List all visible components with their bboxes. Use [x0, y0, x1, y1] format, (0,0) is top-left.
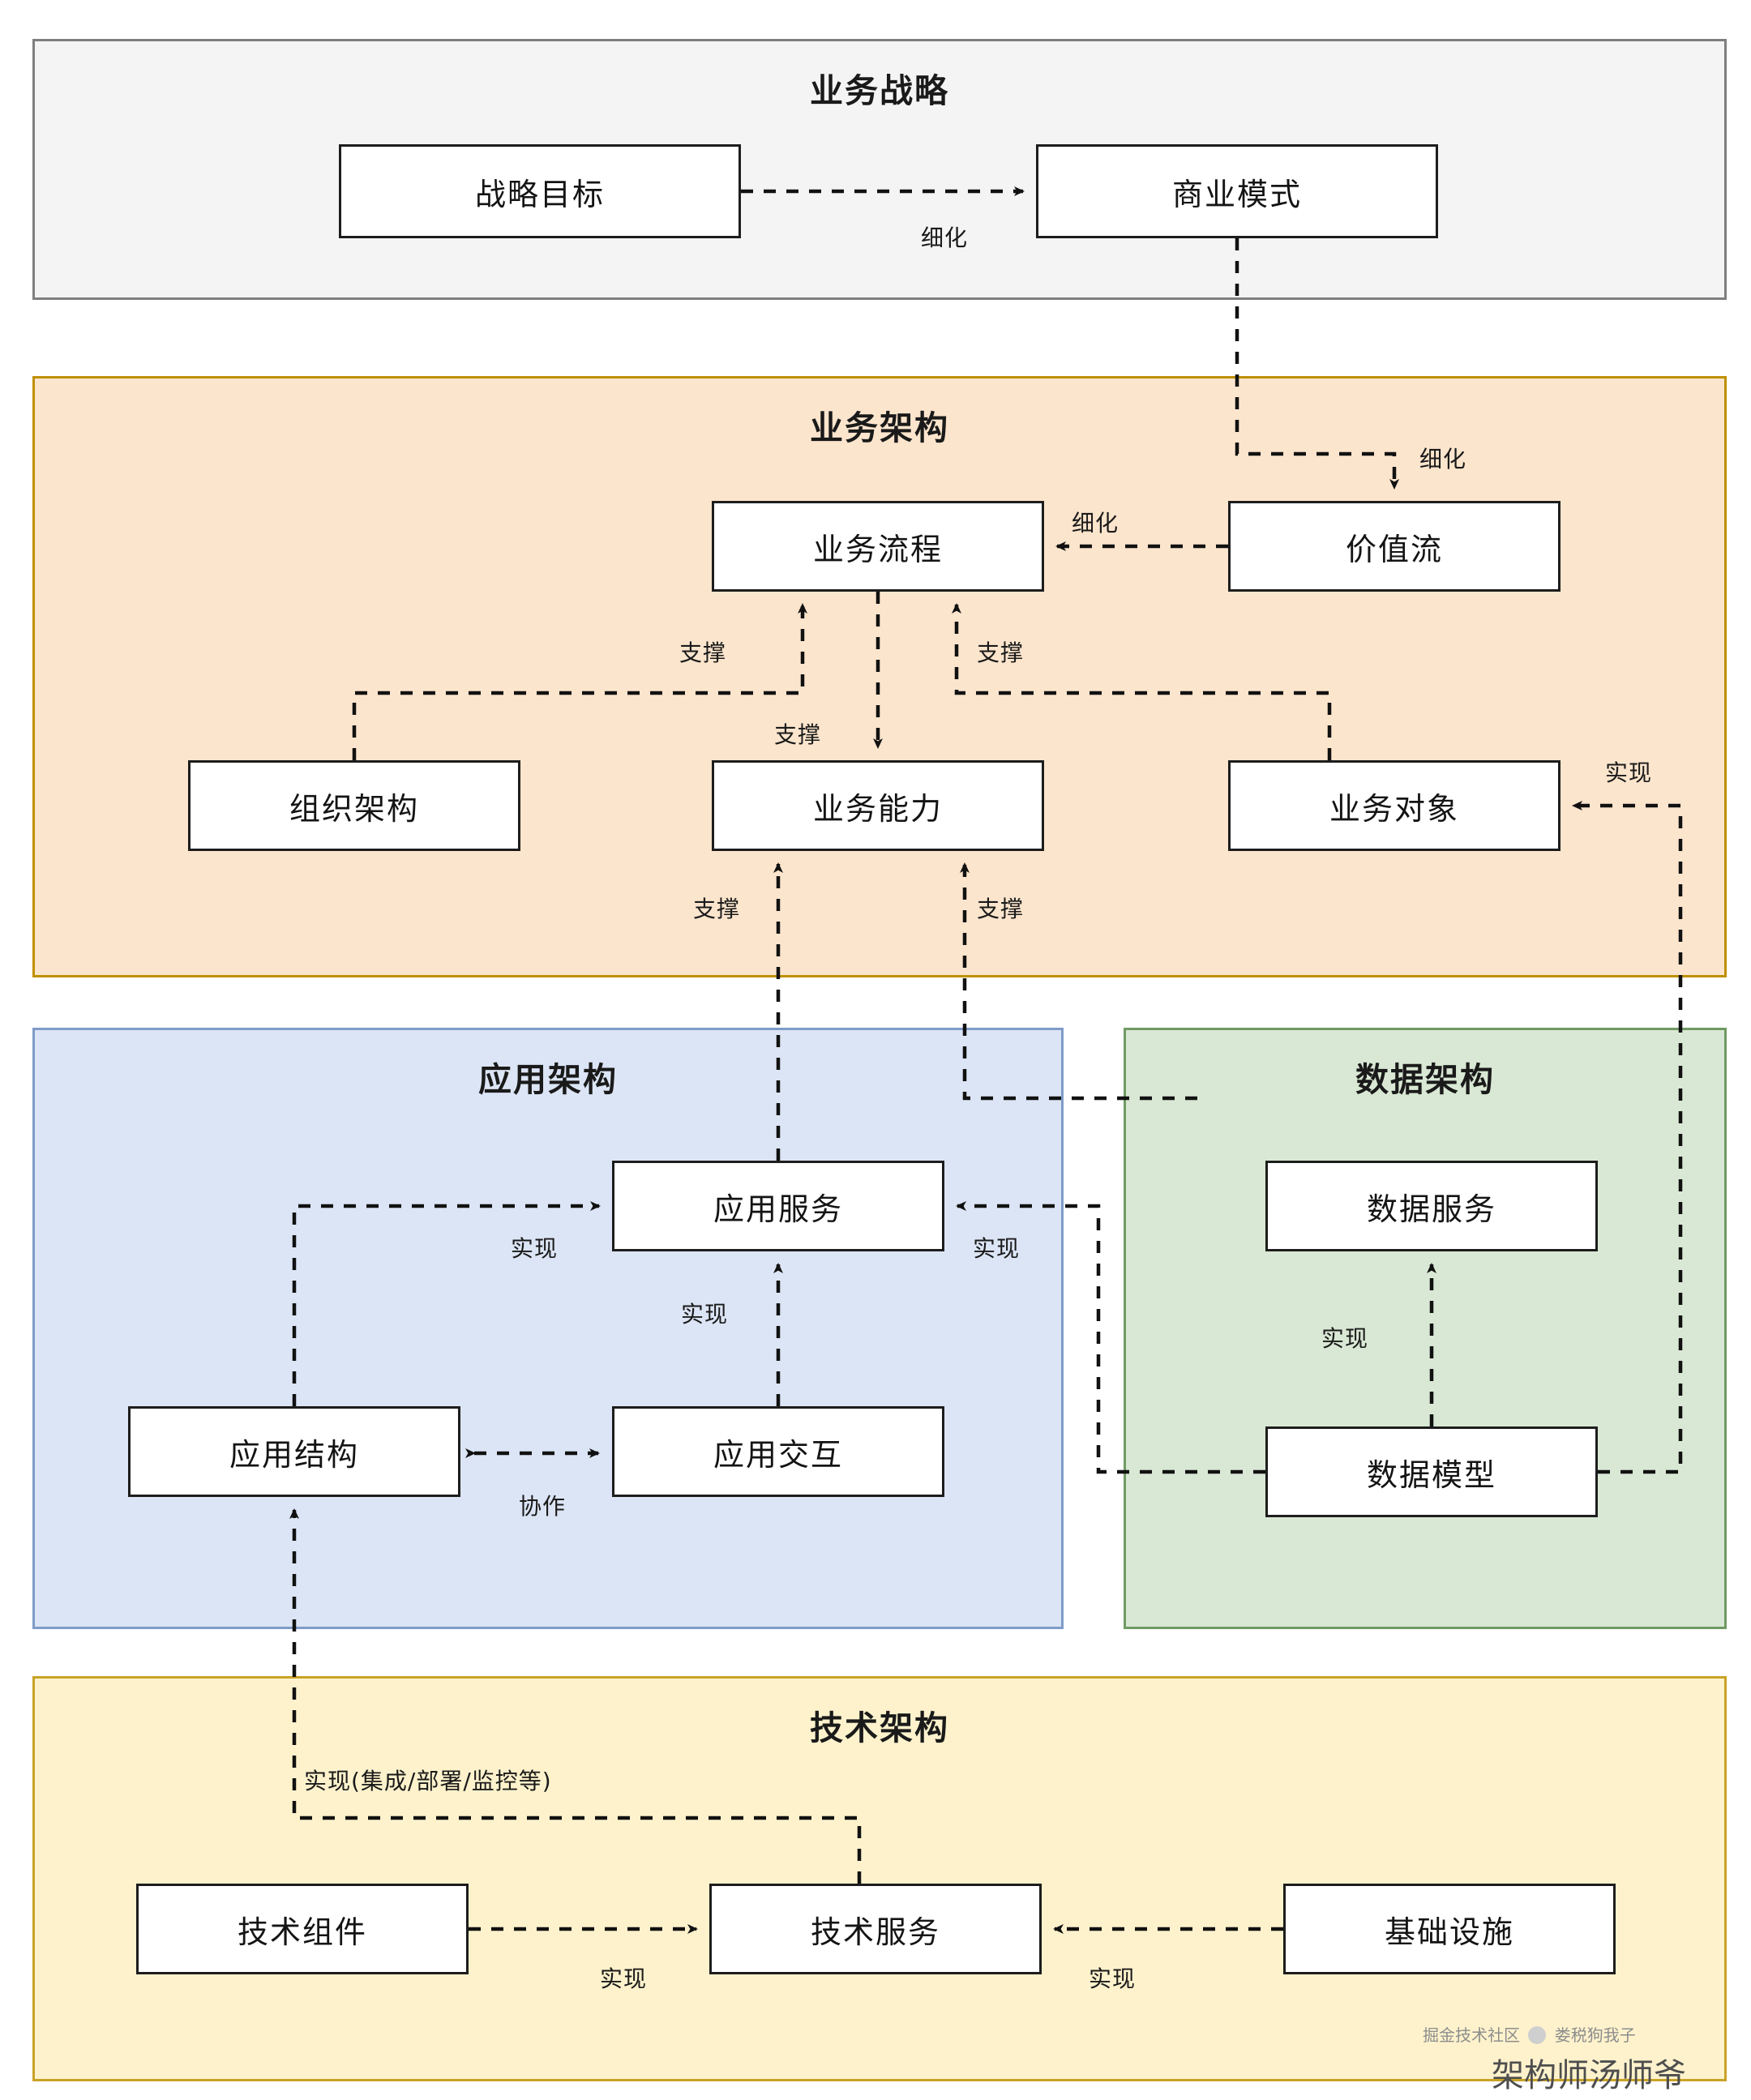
- node-data-service[interactable]: 数据服务: [1265, 1161, 1598, 1251]
- node-technology-component[interactable]: 技术组件: [136, 1884, 469, 1974]
- node-infrastructure[interactable]: 基础设施: [1283, 1884, 1616, 1974]
- layer-panel-application-architecture: [32, 1028, 1064, 1629]
- node-business-process[interactable]: 业务流程: [712, 501, 1044, 592]
- edge-label-realize-infra-to-techsvc: 实现: [1089, 1965, 1137, 1992]
- node-technology-service[interactable]: 技术服务: [709, 1884, 1042, 1974]
- layer-title-technology-architecture: 技术架构: [810, 1709, 949, 1747]
- node-business-model[interactable]: 商业模式: [1036, 144, 1438, 238]
- edge-label-realize-datamodel-to-object: 实现: [1605, 759, 1653, 786]
- node-org-structure[interactable]: 组织架构: [188, 760, 520, 851]
- edge-label-realize-datamodel-to-datasvc: 实现: [1321, 1325, 1369, 1352]
- node-data-model[interactable]: 数据模型: [1265, 1426, 1598, 1517]
- edge-label-refine-model-to-value: 细化: [1419, 446, 1467, 473]
- layer-title-application-architecture: 应用架构: [478, 1060, 618, 1099]
- edge-label-support-org-to-process: 支撑: [679, 639, 727, 666]
- node-business-capability[interactable]: 业务能力: [712, 760, 1044, 851]
- edge-label-support-object-to-process: 支撑: [977, 639, 1025, 666]
- layer-panel-business-strategy: [32, 39, 1727, 300]
- watermark-brand: 架构师汤师爷: [1492, 2057, 1686, 2094]
- node-value-stream[interactable]: 价值流: [1228, 501, 1560, 592]
- layer-title-data-architecture: 数据架构: [1355, 1060, 1495, 1099]
- layer-panel-business-architecture: [32, 376, 1727, 977]
- watermark-community: 掘金技术社区 娄税狗我子: [1423, 2022, 1636, 2046]
- edge-label-realize-component-to-techsvc: 实现: [600, 1965, 648, 1992]
- layer-title-business-strategy: 业务战略: [810, 71, 949, 110]
- edge-label-realize-appstruct-to-appsvc: 实现: [511, 1235, 559, 1262]
- watermark-author-text: 娄税狗我子: [1554, 2025, 1636, 2045]
- edge-label-support-process-to-capability: 支撑: [774, 721, 822, 748]
- watermark-avatar-icon: [1528, 2026, 1547, 2044]
- watermark-community-text: 掘金技术社区: [1423, 2025, 1520, 2045]
- edge-label-realize-datamodel-to-appsvc: 实现: [973, 1235, 1021, 1262]
- edge-label-refine-goal-to-model: 细化: [921, 225, 969, 251]
- node-application-structure[interactable]: 应用结构: [128, 1406, 460, 1497]
- edge-label-realize-tech-to-appstruct: 实现(集成/部署/监控等): [304, 1768, 552, 1794]
- node-application-interaction[interactable]: 应用交互: [612, 1406, 944, 1497]
- edge-label-collab-struct-interaction: 协作: [519, 1493, 567, 1520]
- node-strategic-goal[interactable]: 战略目标: [339, 144, 741, 238]
- layer-title-business-architecture: 业务架构: [810, 408, 949, 447]
- edge-label-support-datasvc-to-capability: 支撑: [977, 896, 1025, 922]
- edge-label-refine-value-to-process: 细化: [1072, 510, 1120, 537]
- node-application-service[interactable]: 应用服务: [612, 1161, 944, 1251]
- edge-label-realize-appinter-to-appsvc: 实现: [681, 1301, 729, 1328]
- node-business-object[interactable]: 业务对象: [1228, 760, 1560, 851]
- layer-panel-data-architecture: [1124, 1028, 1727, 1629]
- edge-label-support-appsvc-to-capability: 支撑: [693, 896, 741, 922]
